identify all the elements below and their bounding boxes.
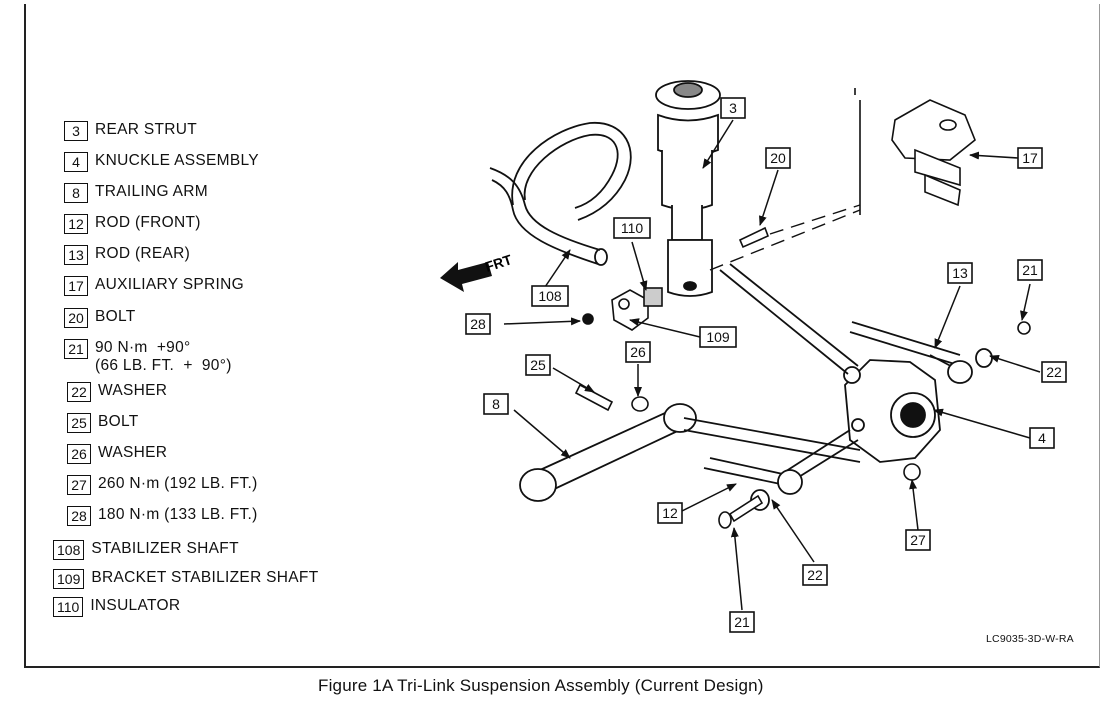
front-direction-arrow: FRT xyxy=(440,251,514,292)
legend-number: 26 xyxy=(67,444,91,464)
callout-tag: 17 xyxy=(1017,147,1043,169)
callout-tag: 22 xyxy=(1041,361,1067,383)
legend-row: 20 BOLT xyxy=(64,308,136,328)
trailing-arm xyxy=(519,403,861,502)
legend-row: 13 ROD (REAR) xyxy=(64,245,190,265)
legend-number: 12 xyxy=(64,214,88,234)
legend-text: KNUCKLE ASSEMBLY xyxy=(95,152,259,169)
legend-number: 108 xyxy=(53,540,85,560)
callout-tag: 21 xyxy=(1017,259,1043,281)
auxiliary-spring xyxy=(854,88,976,215)
legend-text: INSULATOR xyxy=(90,597,181,614)
legend-text: 260 N·m (192 LB. FT.) xyxy=(98,475,258,492)
callout-tag: 20 xyxy=(765,147,791,169)
legend-number: 28 xyxy=(67,506,91,526)
legend-number: 27 xyxy=(67,475,91,495)
drawing-code: LC9035-3D-W-RA xyxy=(986,633,1074,645)
callout-number: 8 xyxy=(492,396,500,412)
callout-tag: 110 xyxy=(613,217,651,239)
legend-row: 4 KNUCKLE ASSEMBLY xyxy=(64,152,259,172)
callout-number: 17 xyxy=(1022,150,1038,166)
legend-row: 3 REAR STRUT xyxy=(64,121,197,141)
callout-tag: 3 xyxy=(720,97,746,119)
legend-row: 21 90 N·m +90° (66 LB. FT. + 90°) xyxy=(64,339,232,375)
legend-number: 25 xyxy=(67,413,91,433)
legend-text: BOLT xyxy=(98,413,139,430)
legend-row: 22 WASHER xyxy=(67,382,167,402)
callout-number: 21 xyxy=(734,614,750,630)
callout-number: 25 xyxy=(530,357,546,373)
stabilizer-bracket xyxy=(582,287,663,331)
legend-row: 8 TRAILING ARM xyxy=(64,183,208,203)
legend-row: 27 260 N·m (192 LB. FT.) xyxy=(67,475,258,495)
legend-text: BOLT xyxy=(95,308,136,325)
legend-text: TRAILING ARM xyxy=(95,183,208,200)
legend-text: REAR STRUT xyxy=(95,121,198,138)
callout-number: 26 xyxy=(630,344,646,360)
legend-text: STABILIZER SHAFT xyxy=(91,540,239,557)
legend-number: 8 xyxy=(64,183,88,203)
legend-text: 180 N·m (133 LB. FT.) xyxy=(98,506,258,523)
callout-number: 12 xyxy=(662,505,678,521)
callout-number: 22 xyxy=(1046,364,1062,380)
legend-row: 12 ROD (FRONT) xyxy=(64,214,201,234)
stabilizer-shaft xyxy=(489,122,632,266)
callout-number: 13 xyxy=(952,265,968,281)
callout-tag: 27 xyxy=(905,529,931,551)
parts-legend: 3 REAR STRUT 4 KNUCKLE ASSEMBLY 8 TRAILING AR… xyxy=(0,0,400,700)
callout-number: 27 xyxy=(910,532,926,548)
legend-text: BRACKET STABILIZER SHAFT xyxy=(91,569,319,586)
legend-row: 26 WASHER xyxy=(67,444,167,464)
callout-number: 22 xyxy=(807,567,823,583)
legend-text: ROD (FRONT) xyxy=(95,214,201,231)
legend-text: WASHER xyxy=(98,444,168,461)
legend-number: 110 xyxy=(53,597,84,617)
callout-tag: 12 xyxy=(657,502,683,524)
callout-number: 21 xyxy=(1022,262,1038,278)
legend-number: 21 xyxy=(64,339,88,359)
callout-number: 20 xyxy=(770,150,786,166)
callout-number: 4 xyxy=(1038,430,1046,446)
legend-number: 17 xyxy=(64,276,88,296)
callout-tag: 108 xyxy=(531,285,569,307)
figure-caption: Figure 1A Tri-Link Suspension Assembly (… xyxy=(318,676,764,695)
callout-tag: 8 xyxy=(483,393,509,415)
knuckle-assembly xyxy=(843,359,941,463)
callout-tag: 25 xyxy=(525,354,551,376)
callout-number: 108 xyxy=(538,288,562,304)
legend-number: 20 xyxy=(64,308,88,328)
callout-number: 110 xyxy=(621,220,644,236)
legend-row: 25 BOLT xyxy=(67,413,139,433)
callout-number: 109 xyxy=(706,329,730,345)
legend-row: 17 AUXILIARY SPRING xyxy=(64,276,244,296)
callout-tag: 28 xyxy=(465,313,491,335)
legend-row: 109 BRACKET STABILIZER SHAFT xyxy=(53,569,318,589)
callout-tag: 13 xyxy=(947,262,973,284)
legend-number: 109 xyxy=(53,569,85,589)
rear-strut xyxy=(655,80,721,297)
legend-number: 4 xyxy=(64,152,88,172)
legend-row: 110 INSULATOR xyxy=(53,597,180,617)
legend-text: ROD (REAR) xyxy=(95,245,191,262)
callout-tag: 109 xyxy=(699,326,737,348)
legend-text: WASHER xyxy=(98,382,168,399)
legend-row: 108 STABILIZER SHAFT xyxy=(53,540,239,560)
frt-label: FRT xyxy=(483,251,514,275)
legend-row: 28 180 N·m (133 LB. FT.) xyxy=(67,506,258,526)
control-rods xyxy=(703,263,993,511)
callout-number: 3 xyxy=(729,100,737,116)
callout-number: 28 xyxy=(470,316,486,332)
figure-frame xyxy=(24,4,1100,668)
callout-tag: 4 xyxy=(1029,427,1055,449)
legend-number: 13 xyxy=(64,245,88,265)
callout-tag: 22 xyxy=(802,564,828,586)
callout-tag: 21 xyxy=(729,611,755,633)
callout-tag: 26 xyxy=(625,341,651,363)
legend-number: 3 xyxy=(64,121,88,141)
legend-text: 90 N·m +90° (66 LB. FT. + 90°) xyxy=(95,339,232,374)
legend-number: 22 xyxy=(67,382,91,402)
legend-text: AUXILIARY SPRING xyxy=(95,276,244,293)
